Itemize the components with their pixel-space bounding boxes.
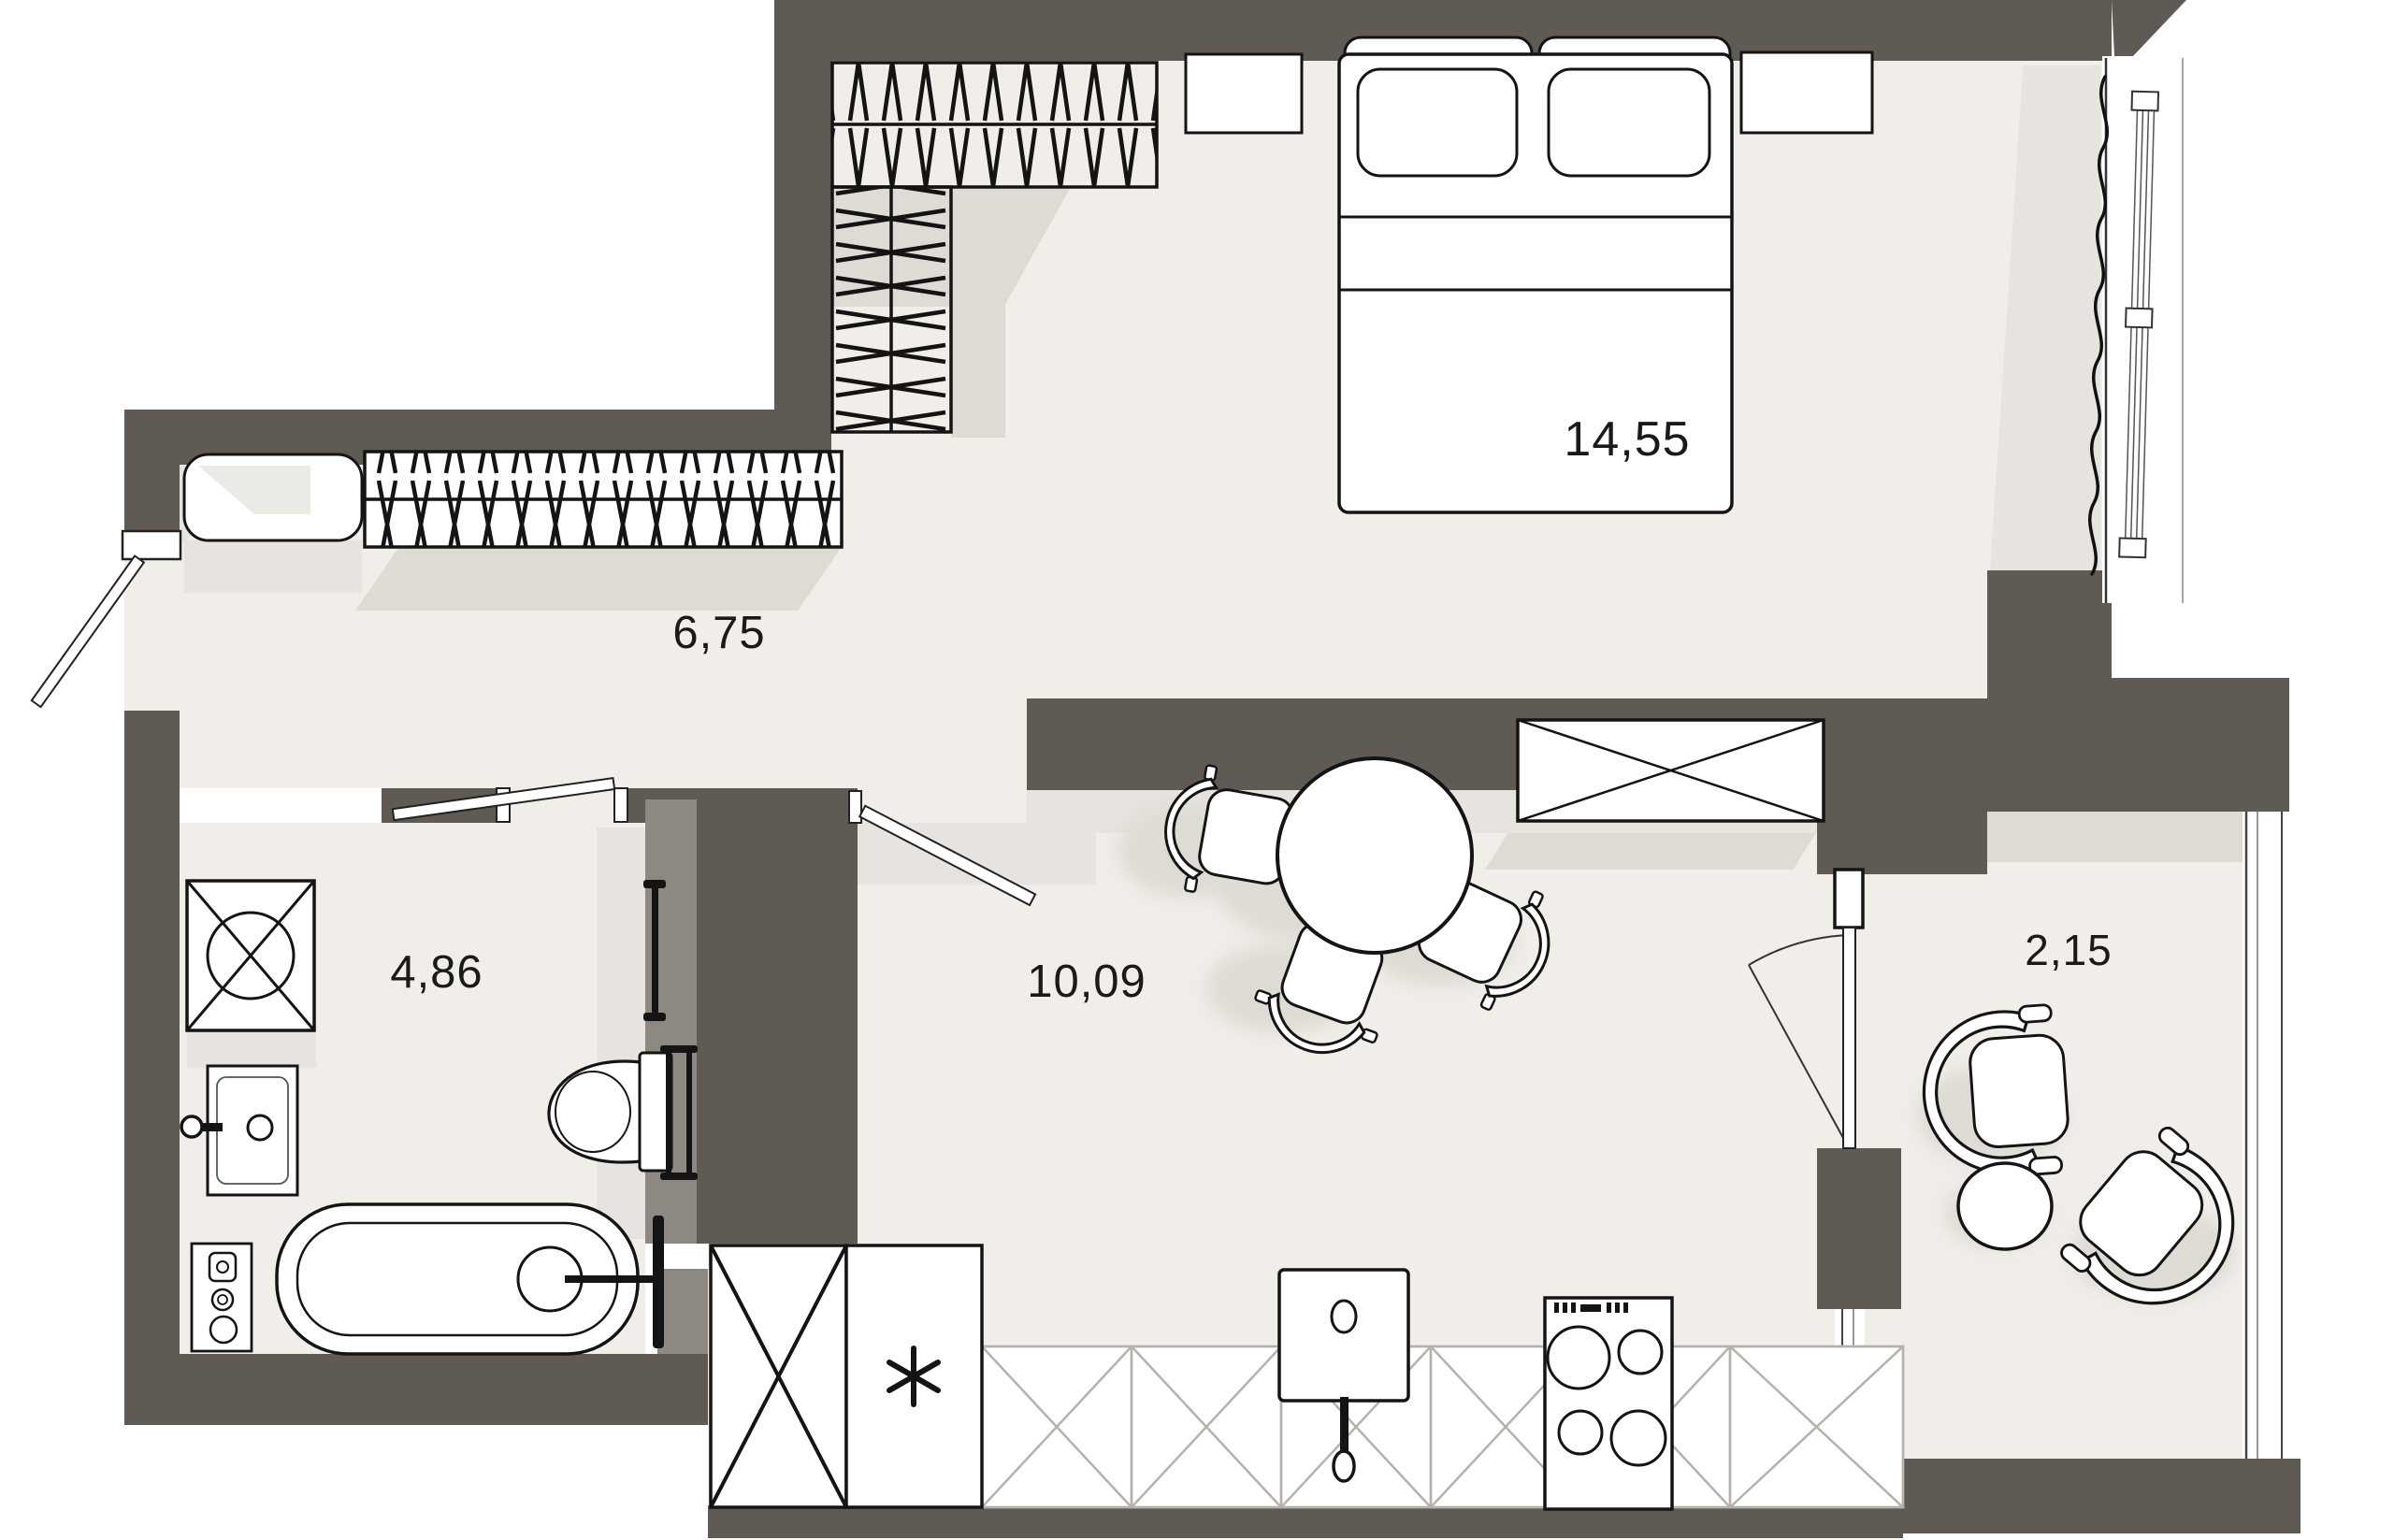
wall-right-mid-a [1987, 570, 2112, 812]
bedroom-small-cabinet [1184, 52, 1304, 135]
entrance-door [30, 529, 182, 709]
bathtub [275, 1202, 664, 1356]
bedroom-nightstand [1739, 50, 1874, 135]
wall-bath-bottom [124, 1354, 708, 1425]
balcony-door [1748, 868, 1865, 1149]
bedroom-closet-horizontal [830, 61, 1159, 189]
sideboard [1516, 718, 1825, 823]
balcony-glazing-right [2243, 812, 2287, 1459]
shadow-closet-b [951, 187, 1005, 438]
bedroom-window [2102, 56, 2185, 603]
bedroom-closet-vertical [830, 185, 953, 434]
shadow-washer [187, 1027, 316, 1068]
hallway-wardrobe [363, 450, 844, 549]
water-heater-panel [190, 1242, 253, 1353]
bathroom-sink [180, 1064, 299, 1197]
label-bathroom-area: 4,86 [390, 947, 483, 998]
toilet [547, 1051, 673, 1173]
wall-bedroom-bottom [1027, 698, 1987, 790]
bathroom-door [391, 776, 628, 823]
wall-bath-kitchen-partition [657, 1269, 708, 1354]
wall-kitchen-bottom [708, 1505, 1903, 1538]
floor-entry-gap [124, 555, 180, 711]
towel-rail [643, 880, 666, 1021]
wall-left-lower [124, 711, 180, 1424]
living-room-door [848, 790, 1037, 907]
bed [1337, 36, 1734, 514]
balcony-armchair-2 [2060, 1126, 2235, 1305]
dining-chair-1 [1164, 764, 1295, 893]
shadow-hall-wardrobe [355, 547, 842, 611]
kitchen-sink [1277, 1268, 1410, 1483]
hallway-bench [182, 453, 364, 542]
label-living-area: 10,09 [1027, 957, 1147, 1007]
wall-balcony-door-top [1817, 790, 1987, 874]
fridge-unit [709, 1244, 848, 1509]
shadow-bathroom-right [597, 828, 645, 1239]
wall-right-mid-b [2104, 678, 2289, 812]
balcony-table [1956, 1161, 2054, 1251]
dining-table [1276, 756, 1474, 955]
kitchen-counter [980, 1345, 1905, 1509]
shadow-bench [184, 540, 362, 593]
wall-bath-block [697, 799, 858, 1244]
label-hallway-area: 6,75 [672, 608, 766, 658]
label-bedroom-area: 14,55 [1564, 412, 1691, 467]
wall-balcony-stub [1817, 1148, 1901, 1309]
hob [1543, 1296, 1674, 1511]
towel-rack [660, 1045, 698, 1180]
label-balcony-area: 2,15 [2025, 926, 2113, 974]
curtain-icon [2088, 75, 2109, 576]
wall-bedroom-left [774, 61, 831, 410]
washing-machine [185, 879, 316, 1032]
freezer-unit [844, 1244, 984, 1509]
balcony-armchair-1 [1922, 1003, 2070, 1176]
